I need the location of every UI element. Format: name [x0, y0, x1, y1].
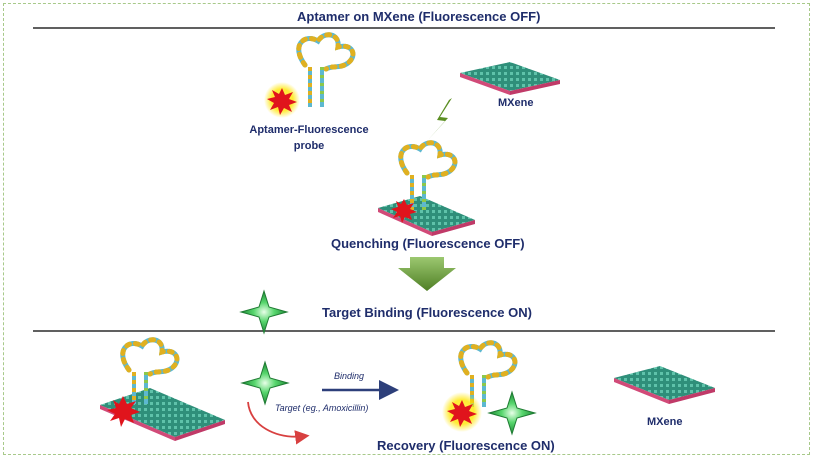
mxene-sheet-bottom-icon [614, 366, 715, 404]
binding-label: Binding [334, 371, 365, 381]
mxene-bottom-label: MXene [647, 416, 683, 428]
probe-label: Aptamer-Fluorescence probe [249, 124, 369, 152]
target-label: Target (eg., Amoxicillin) [275, 403, 369, 413]
top-title: Aptamer on MXene (Fluorescence OFF) [297, 9, 541, 24]
quenched-complex-icon [378, 140, 475, 236]
recovery-complex-icon [442, 340, 537, 436]
target-star-icon [239, 289, 289, 335]
curved-arrow [247, 401, 310, 445]
quenching-label: Quenching (Fluorescence OFF) [331, 236, 525, 251]
bottom-complex-icon [100, 337, 225, 441]
fluorophore-burst-icon [267, 88, 297, 115]
target-star-bottom-icon [240, 360, 290, 406]
aptamer-probe-icon [296, 32, 356, 107]
mxene-top-label: MXene [498, 97, 534, 109]
down-arrow-icon [398, 257, 456, 291]
recovery-label: Recovery (Fluorescence ON) [377, 438, 555, 453]
middle-title: Target Binding (Fluorescence ON) [322, 305, 532, 320]
mxene-sheet-top-icon [460, 62, 560, 95]
lightning-icon [428, 98, 452, 140]
diagram-frame [3, 3, 810, 455]
